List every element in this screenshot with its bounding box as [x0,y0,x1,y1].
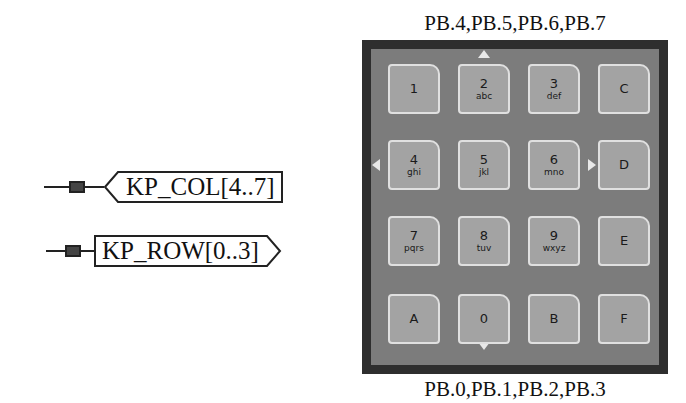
left-arrow [372,159,380,171]
keypad-key: 1 [388,64,440,114]
right-arrow [588,159,596,171]
keypad-frame: PB.4,PB.5,PB.6,PB.7PB.0,PB.1,PB.2,PB.312… [362,40,668,374]
keypad-key: 4ghi [388,140,440,190]
keypad-key: 5jkl [458,140,510,190]
key-digit: C [619,82,628,96]
keypad-key: 9wxyz [528,216,580,266]
key-letters: abc [476,91,492,101]
keypad-key: 7pqrs [388,216,440,266]
key-digit: D [619,158,629,172]
port-shape [95,236,280,266]
key-digit: 3 [550,77,558,91]
port-label: KP_ROW[0..3] [102,237,259,265]
keypad-key: F [598,294,650,344]
keypad-key: D [598,140,650,190]
key-letters: mno [544,167,564,177]
key-letters: pqrs [404,243,424,253]
key-letters: ghi [407,167,421,177]
keypad-key: B [528,294,580,344]
key-digit: 5 [480,153,488,167]
key-digit: 1 [410,82,418,96]
keypad-key: 0 [458,294,510,344]
key-letters: tuv [477,243,492,253]
keypad-key: 6mno [528,140,580,190]
up-arrow [478,50,490,58]
key-digit: 7 [410,229,418,243]
keypad-key: E [598,216,650,266]
keypad-key: A [388,294,440,344]
port-shape [105,172,282,202]
key-digit: 4 [410,153,418,167]
port-symbol: KP_COL[4..7] [104,171,283,203]
key-digit: 0 [480,312,488,326]
keypad-key: 3def [528,64,580,114]
key-digit: 8 [480,229,488,243]
key-letters: def [547,91,561,101]
keypad-key: 8tuv [458,216,510,266]
port-label: KP_COL[4..7] [126,173,275,201]
key-digit: F [620,312,627,326]
keypad-key: C [598,64,650,114]
key-letters: jkl [479,167,489,177]
key-digit: 6 [550,153,558,167]
key-letters: wxyz [543,243,566,253]
key-digit: 2 [480,77,488,91]
port-pin-label: PB.4,PB.5,PB.6,PB.7 [424,11,606,36]
key-digit: B [550,312,559,326]
key-digit: 9 [550,229,558,243]
keypad-key: 2abc [458,64,510,114]
key-digit: A [410,312,419,326]
port-symbol: KP_ROW[0..3] [94,235,281,267]
key-digit: E [620,234,628,248]
port-pin-label: PB.0,PB.1,PB.2,PB.3 [424,377,606,402]
